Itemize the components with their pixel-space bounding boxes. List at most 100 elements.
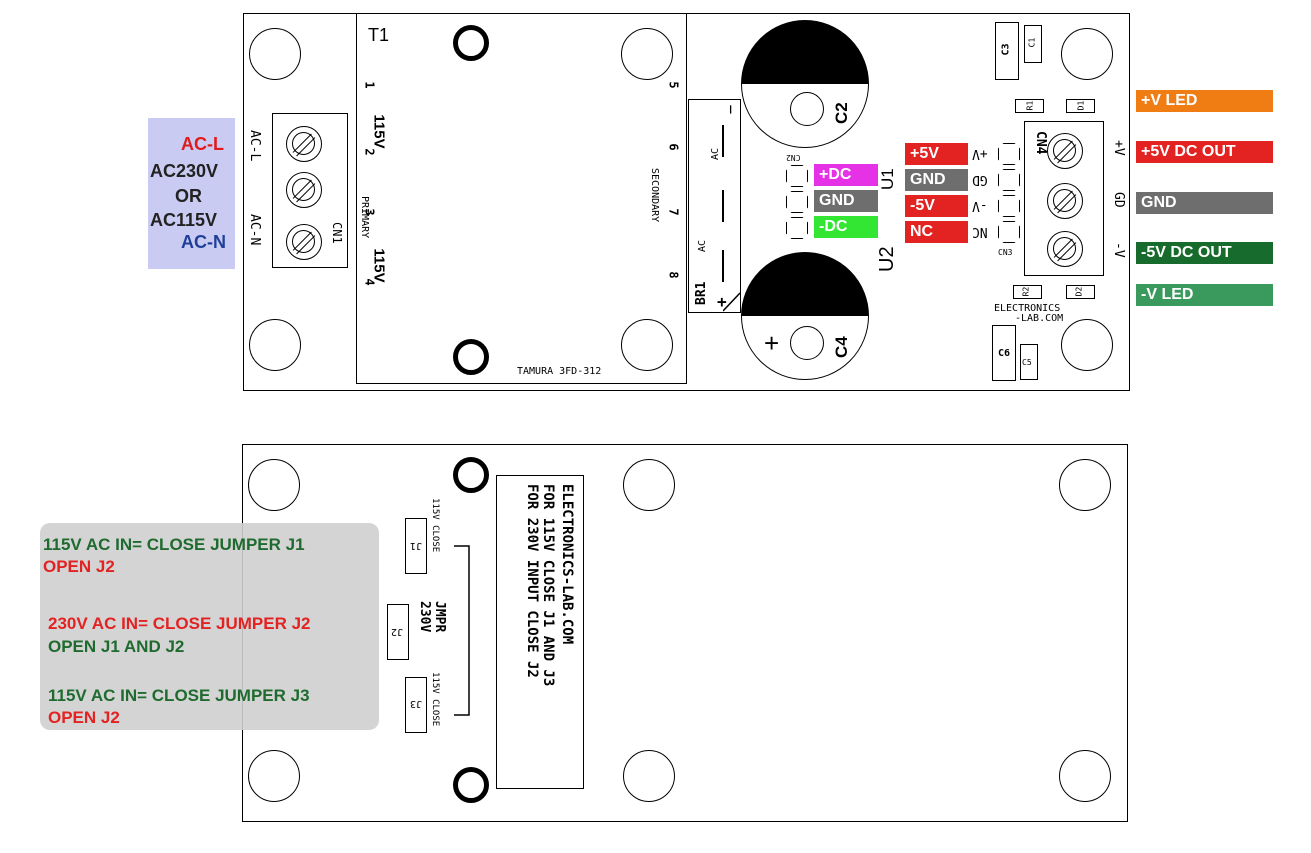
cn3-pin-label-3: -V (972, 198, 988, 213)
transformer-pin-1: 1 (362, 81, 377, 89)
capacitor-c1 (1024, 25, 1042, 63)
diode-d2 (1066, 285, 1095, 299)
tag-plus-5v-out: +5V DC OUT (1136, 141, 1273, 163)
cn4-screw-2 (1047, 183, 1083, 219)
diode-d2-ref: D2 (1074, 286, 1084, 297)
cn1-screw-2 (286, 172, 322, 208)
note-c-line-2: OPEN J2 (48, 708, 120, 727)
cn1-screw-1 (286, 126, 322, 162)
jumper-j2 (387, 604, 409, 660)
brand-line-1: ELECTRONICS (994, 303, 1061, 314)
ac-line-1: AC230V (150, 161, 219, 181)
cn3-tag-nc: NC (905, 221, 968, 243)
mounting-hole-transformer-bottom (621, 319, 673, 371)
note-b-line-2: OPEN J1 AND J2 (48, 637, 185, 656)
mounting-hole-bottom-left (249, 319, 301, 371)
cn4-pin-label-1: +V (1111, 140, 1126, 156)
tag-gnd: GND (1136, 192, 1273, 214)
ac-line-3: AC115V (150, 210, 218, 230)
cn1-ref: CN1 (330, 222, 344, 244)
note-c-line-1: 115V AC IN= CLOSE JUMPER J3 (48, 686, 310, 705)
top-pcb-board (243, 13, 1130, 391)
cn4-ref: CN4 (1033, 131, 1048, 155)
cn2-gnd-tag: GND (814, 190, 878, 212)
capacitor-c4-ref: C4 (832, 336, 851, 358)
bottom-ring-top (453, 457, 489, 493)
jumper-bracket (454, 545, 470, 716)
capacitor-c6 (992, 325, 1016, 381)
cn2-pin-2 (786, 191, 808, 213)
jumper-j1-close: 115V CLOSE (430, 498, 440, 553)
capacitor-c6-ref: C6 (998, 348, 1011, 359)
cn2-ref: CN2 (786, 153, 801, 162)
mounting-hole-top-right (1061, 28, 1113, 80)
capacitor-c2-ref: C2 (832, 102, 851, 124)
mounting-hole-transformer-top (621, 28, 673, 80)
tag-minus-v-led: -V LED (1136, 284, 1273, 306)
cn3-pin-3 (998, 195, 1020, 217)
jumper-j2-ref: J2 (391, 626, 404, 637)
bottom-hole-top-left (248, 459, 300, 511)
bottom-hole-top-middle (623, 459, 675, 511)
bridge-ref: BR1 (694, 281, 709, 305)
diode-d1-ref: D1 (1076, 100, 1086, 111)
jumper-j3-ref: J3 (410, 698, 423, 709)
transformer-v1: 115V (370, 114, 388, 149)
transformer-mount-ring-top (453, 25, 489, 61)
capacitor-c2-terminal (790, 92, 824, 126)
jumper-j1-ref: J1 (410, 540, 423, 551)
cn2-plus-dc-tag: +DC (814, 164, 878, 186)
cn1-ac-l: AC-L (247, 130, 262, 162)
cn4-screw-3 (1047, 231, 1083, 267)
cn3-tag-minus5v: -5V (905, 195, 968, 217)
cn2-pin-3 (786, 217, 808, 239)
bridge-diagonal-mark (723, 292, 741, 312)
tag-minus-5v-out: -5V DC OUT (1136, 242, 1273, 264)
ac-live-label: AC-L (181, 134, 224, 154)
instructions-line-2: FOR 115V CLOSE J1 AND J3 (540, 484, 556, 687)
resistor-r2-ref: R2 (1021, 286, 1031, 297)
brand-line-2: -LAB.COM (1015, 313, 1064, 324)
cn4-screw-1 (1047, 133, 1083, 169)
jumper-230v: 230V (417, 601, 432, 633)
capacitor-c5 (1020, 344, 1038, 380)
bottom-hole-bottom-right (1059, 750, 1111, 802)
note-a-line-2: OPEN J2 (43, 557, 115, 576)
transformer-mount-ring-bottom (453, 339, 489, 375)
cn1-screw-3 (286, 224, 322, 260)
bridge-line-3 (722, 250, 724, 282)
bottom-ring-bottom (453, 767, 489, 803)
cn3-pin-label-1: +V (972, 146, 988, 161)
transformer-secondary: SECONDARY (649, 168, 660, 223)
mounting-hole-bottom-right (1061, 319, 1113, 371)
bridge-minus: − (721, 104, 741, 115)
bridge-rectifier (688, 99, 741, 313)
regulator-u2: U2 (876, 246, 898, 272)
bottom-hole-bottom-left (248, 750, 300, 802)
bottom-hole-top-right (1059, 459, 1111, 511)
transformer-pin-8: 8 (666, 271, 681, 279)
cn4-pin-label-3: -V (1111, 242, 1126, 258)
capacitor-c5-ref: C5 (1022, 358, 1032, 367)
transformer-model: TAMURA 3FD-312 (517, 366, 602, 377)
capacitor-c4 (741, 252, 869, 380)
bridge-line-2 (722, 190, 724, 222)
capacitor-c3 (995, 22, 1019, 80)
capacitor-c2 (741, 20, 869, 148)
instructions-box (496, 475, 584, 789)
capacitor-c3-ref: C3 (1000, 43, 1012, 56)
regulator-u1: U1 (878, 168, 897, 190)
transformer-primary: PRIMARY (359, 196, 370, 239)
jumper-j3 (405, 677, 427, 733)
bridge-ac-2: AC (697, 239, 708, 252)
capacitor-c1-ref: C1 (1027, 37, 1037, 48)
transformer-ref: T1 (368, 25, 390, 45)
transformer-pin-3: 3 (362, 208, 377, 216)
diode-d1 (1066, 99, 1095, 113)
cn3-pin-2 (998, 169, 1020, 191)
resistor-r1 (1015, 99, 1044, 113)
instructions-line-3: FOR 230V INPUT CLOSE J2 (524, 484, 540, 678)
cn3-pin-1 (998, 143, 1020, 165)
cn3-ref: CN3 (998, 248, 1013, 257)
ac-line-2: OR (175, 186, 202, 206)
